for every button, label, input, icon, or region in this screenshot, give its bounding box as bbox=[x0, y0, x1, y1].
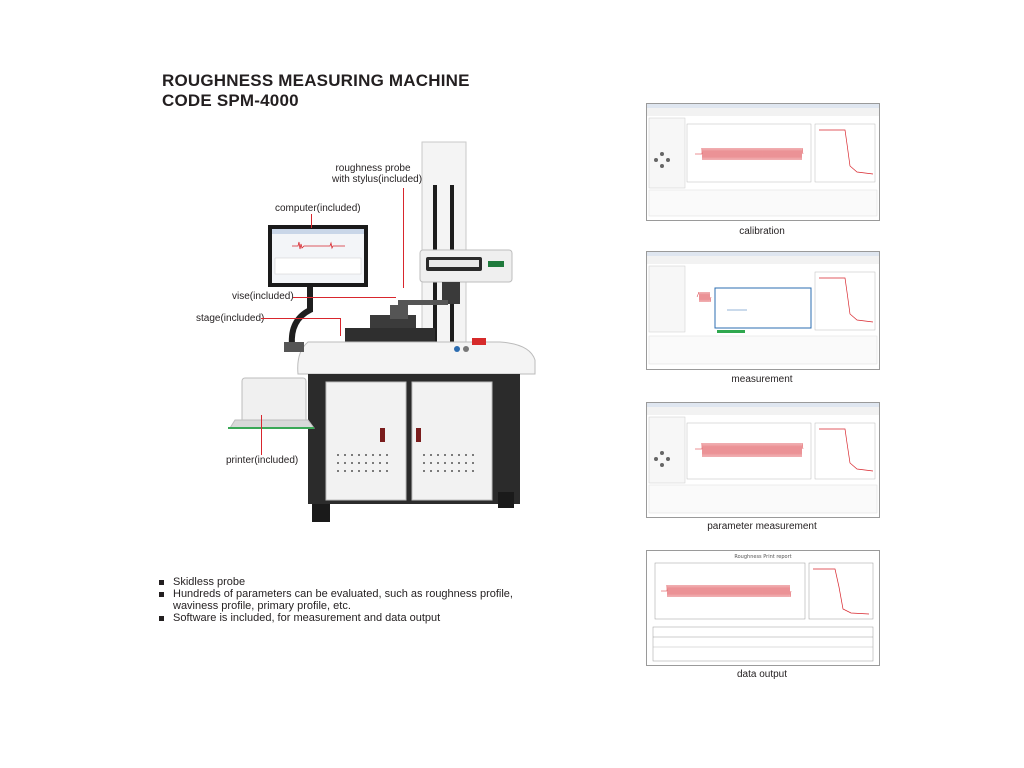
callout-computer: computer(included) bbox=[275, 203, 361, 214]
software-window bbox=[647, 252, 879, 365]
bullet-icon bbox=[159, 616, 164, 621]
caption-parameter-measurement: parameter measurement bbox=[707, 521, 817, 532]
leader-printer bbox=[261, 415, 262, 455]
feature-text: waviness profile, primary profile, etc. bbox=[173, 600, 351, 612]
leader-computer bbox=[311, 214, 312, 228]
report-window: Roughness Print report bbox=[652, 554, 874, 662]
leader-stage-v bbox=[340, 318, 341, 336]
caption-measurement: measurement bbox=[731, 374, 793, 385]
callout-probe-line2: with stylus(included) bbox=[332, 174, 423, 185]
feature-text: Skidless probe bbox=[173, 576, 246, 588]
callout-stage: stage(included) bbox=[196, 313, 265, 324]
screenshot-measurement bbox=[646, 251, 880, 370]
leader-probe bbox=[403, 188, 404, 288]
software-window bbox=[647, 104, 879, 217]
feature-item: waviness profile, primary profile, etc. bbox=[158, 600, 538, 612]
feature-text: Hundreds of parameters can be evaluated,… bbox=[173, 588, 513, 600]
callout-vise: vise(included) bbox=[232, 291, 294, 302]
software-window bbox=[647, 403, 879, 514]
screenshot-parameter-measurement bbox=[646, 402, 880, 518]
bullet-icon bbox=[159, 580, 164, 585]
bullet-icon bbox=[159, 592, 164, 597]
feature-item: Hundreds of parameters can be evaluated,… bbox=[158, 588, 538, 600]
feature-item: Skidless probe bbox=[158, 576, 538, 588]
screenshot-calibration bbox=[646, 103, 880, 221]
screenshot-data-output: Roughness Print report bbox=[646, 550, 880, 666]
report-title: Roughness Print report bbox=[734, 554, 791, 560]
leader-stage-h bbox=[261, 318, 341, 319]
feature-list: Skidless probe Hundreds of parameters ca… bbox=[158, 576, 538, 624]
page-title: ROUGHNESS MEASURING MACHINE bbox=[162, 71, 470, 90]
feature-text: Software is included, for measurement an… bbox=[173, 612, 441, 624]
product-code: CODE SPM-4000 bbox=[162, 91, 299, 110]
feature-item: Software is included, for measurement an… bbox=[158, 612, 538, 624]
caption-calibration: calibration bbox=[739, 226, 785, 237]
callout-probe-line1: roughness probe bbox=[335, 163, 411, 174]
callout-printer: printer(included) bbox=[226, 455, 299, 466]
leader-vise bbox=[293, 297, 396, 298]
callout-probe: roughness probe with stylus(included) bbox=[332, 163, 423, 185]
caption-data-output: data output bbox=[736, 669, 788, 680]
machine-photo bbox=[228, 141, 536, 522]
